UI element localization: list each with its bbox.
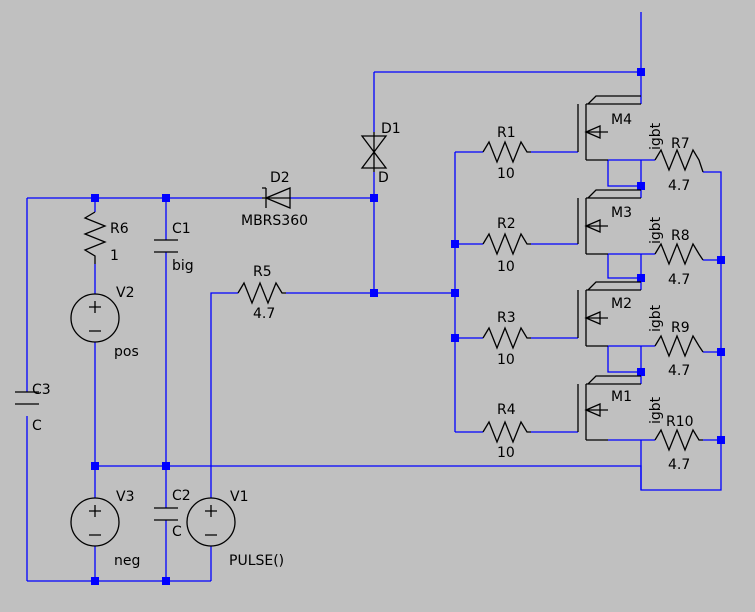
d1-name: D1 xyxy=(381,121,401,137)
diode-d1[interactable]: D1 D xyxy=(360,121,401,186)
r3-name: R3 xyxy=(497,310,516,326)
resistor-r1[interactable]: R1 10 xyxy=(482,125,531,182)
m3-value: igbt xyxy=(648,216,664,244)
r6-value: 1 xyxy=(110,248,119,264)
junctions xyxy=(91,68,725,585)
resistor-r2[interactable]: R2 10 xyxy=(482,216,531,275)
resistor-r8[interactable]: R8 4.7 xyxy=(654,228,704,288)
m2-value: igbt xyxy=(648,304,664,332)
r1-name: R1 xyxy=(497,125,516,141)
d1-value: D xyxy=(378,170,389,186)
r5-name: R5 xyxy=(253,264,272,280)
v2-name: V2 xyxy=(116,285,134,301)
r4-value: 10 xyxy=(497,445,515,461)
resistor-r6[interactable]: R6 1 xyxy=(83,211,129,264)
r2-name: R2 xyxy=(497,216,516,232)
capacitor-c3[interactable]: C3 C xyxy=(15,382,51,434)
r3-value: 10 xyxy=(497,352,515,368)
r5-value: 4.7 xyxy=(253,306,275,322)
r10-name: R10 xyxy=(666,414,694,430)
capacitor-c2[interactable]: C2 C xyxy=(154,488,191,540)
r4-name: R4 xyxy=(497,402,516,418)
r7-value: 4.7 xyxy=(668,178,690,194)
resistor-r5[interactable]: R5 4.7 xyxy=(237,264,286,322)
v1-value: PULSE() xyxy=(229,553,284,569)
resistor-r10[interactable]: R10 4.7 xyxy=(654,414,703,473)
m2-name: M2 xyxy=(611,296,632,312)
voltage-source-v2[interactable]: V2 pos xyxy=(70,285,139,360)
r8-name: R8 xyxy=(671,228,690,244)
r6-name: R6 xyxy=(110,221,129,237)
c3-name: C3 xyxy=(32,382,51,398)
v2-value: pos xyxy=(114,344,139,360)
r10-value: 4.7 xyxy=(668,457,690,473)
r2-value: 10 xyxy=(497,259,515,275)
capacitor-c1[interactable]: C1 big xyxy=(154,221,194,274)
v3-name: V3 xyxy=(116,489,134,505)
igbt-m3[interactable]: M3 igbt xyxy=(577,189,664,255)
c1-name: C1 xyxy=(172,221,191,237)
m3-name: M3 xyxy=(611,205,632,221)
d2-name: D2 xyxy=(270,170,290,186)
r9-value: 4.7 xyxy=(668,363,690,379)
resistor-r7[interactable]: R7 4.7 xyxy=(654,136,704,194)
v1-name: V1 xyxy=(230,489,248,505)
resistor-r4[interactable]: R4 10 xyxy=(482,402,531,461)
m1-name: M1 xyxy=(611,389,632,405)
c2-value: C xyxy=(172,524,182,540)
r9-name: R9 xyxy=(671,320,690,336)
voltage-source-v3[interactable]: V3 neg xyxy=(70,489,140,569)
m1-value: igbt xyxy=(648,396,664,424)
voltage-source-v1[interactable]: V1 PULSE() xyxy=(186,489,284,569)
igbt-m4[interactable]: M4 igbt xyxy=(577,95,664,161)
igbt-m1[interactable]: M1 igbt xyxy=(577,375,664,441)
v3-value: neg xyxy=(114,553,140,569)
igbt-m2[interactable]: M2 igbt xyxy=(577,281,664,347)
m4-name: M4 xyxy=(611,112,632,128)
m4-value: igbt xyxy=(648,122,664,150)
c1-value: big xyxy=(172,258,194,274)
d2-value: MBRS360 xyxy=(241,213,308,229)
resistor-r9[interactable]: R9 4.7 xyxy=(654,320,704,379)
r7-name: R7 xyxy=(671,136,690,152)
c2-name: C2 xyxy=(172,488,191,504)
c3-value: C xyxy=(32,418,42,434)
resistor-r3[interactable]: R3 10 xyxy=(482,310,531,368)
diode-d2[interactable]: D2 MBRS360 xyxy=(241,170,308,229)
r1-value: 10 xyxy=(497,166,515,182)
r8-value: 4.7 xyxy=(668,272,690,288)
